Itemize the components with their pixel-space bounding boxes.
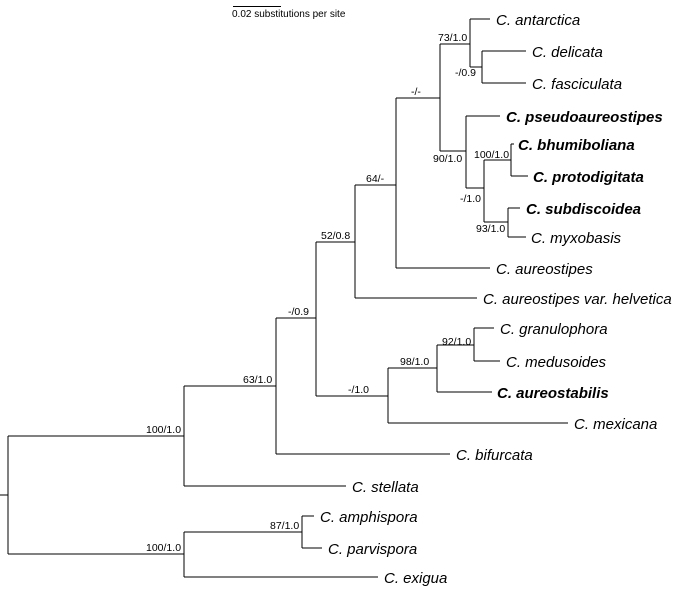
taxon-label-stellata: C. stellata [352, 479, 419, 496]
taxon-label-medusoides: C. medusoides [506, 354, 607, 371]
taxon-label-aureostipes: C. aureostipes [496, 261, 593, 278]
taxon-label-delicata: C. delicata [532, 44, 603, 61]
taxon-label-granulophora: C. granulophora [500, 321, 608, 338]
support-value: -/- [411, 86, 421, 98]
taxon-label-subdiscoidea: C. subdiscoidea [526, 201, 641, 218]
support-value: 63/1.0 [243, 374, 272, 386]
support-value: -/0.9 [288, 306, 309, 318]
support-value: 98/1.0 [400, 356, 429, 368]
support-value: 100/1.0 [146, 424, 181, 436]
support-value: 92/1.0 [442, 336, 471, 348]
taxon-label-pseudoaureostipes: C. pseudoaureostipes [506, 109, 663, 126]
support-value: 90/1.0 [433, 153, 462, 165]
support-value: -/1.0 [460, 193, 481, 205]
support-value: 100/1.0 [146, 542, 181, 554]
taxon-label-mexicana: C. mexicana [574, 416, 657, 433]
scale-bar-label: 0.02 substitutions per site [232, 9, 346, 20]
support-value: 73/1.0 [438, 32, 467, 44]
support-value: 93/1.0 [476, 223, 505, 235]
taxon-label-protodigitata: C. protodigitata [533, 169, 644, 186]
support-value: 64/- [366, 173, 385, 185]
support-value: 87/1.0 [270, 520, 299, 532]
taxon-label-amphispora: C. amphispora [320, 509, 418, 526]
taxon-label-helvetica: C. aureostipes var. helvetica [483, 291, 672, 308]
taxon-label-myxobasis: C. myxobasis [531, 230, 622, 247]
taxon-label-fasciculata: C. fasciculata [532, 76, 622, 93]
support-value: -/1.0 [348, 384, 369, 396]
taxon-label-aureostabilis: C. aureostabilis [497, 385, 609, 402]
taxon-label-antarctica: C. antarctica [496, 12, 580, 29]
taxon-label-bifurcata: C. bifurcata [456, 447, 533, 464]
support-value: 52/0.8 [321, 230, 350, 242]
taxon-label-bhumiboliana: C. bhumiboliana [518, 137, 635, 154]
taxon-label-exigua: C. exigua [384, 570, 447, 587]
support-value: -/0.9 [455, 67, 476, 79]
support-value: 100/1.0 [474, 149, 509, 161]
taxon-label-parvispora: C. parvispora [328, 541, 417, 558]
